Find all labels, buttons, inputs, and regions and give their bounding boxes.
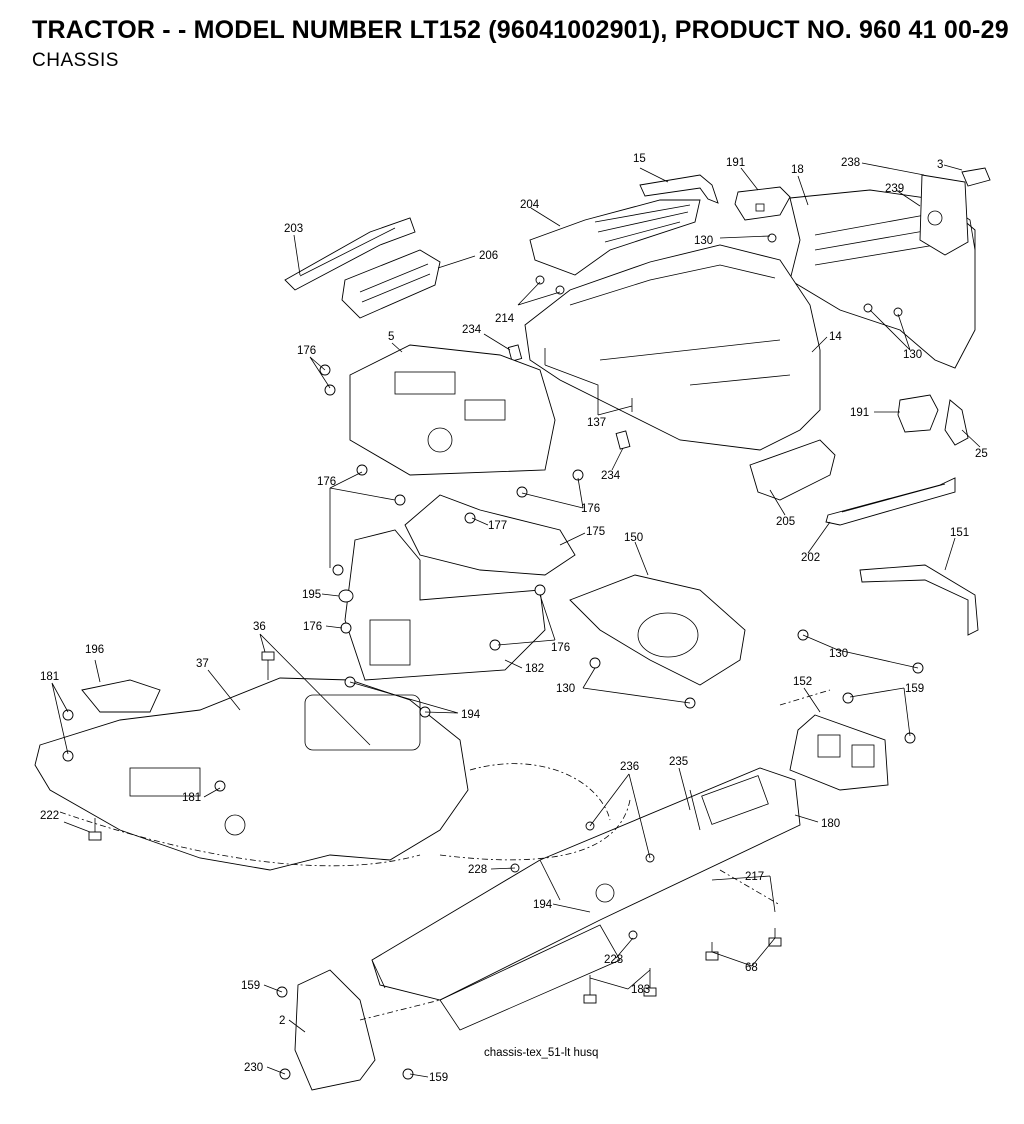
part-234-upper: [507, 344, 523, 362]
callout-5: 5: [388, 331, 394, 343]
part-15-hood-trim: [639, 174, 719, 204]
callout-234: 234: [462, 324, 482, 336]
callout-181: 181: [182, 792, 201, 804]
part-37-floor-pan: [34, 677, 469, 871]
callout-3: 3: [937, 159, 943, 171]
callout-151: 151: [950, 527, 969, 539]
callout-230: 230: [244, 1062, 263, 1074]
callout-176: 176: [297, 345, 316, 357]
callout-239: 239: [885, 183, 904, 195]
part-177-knob: [464, 512, 476, 524]
callout-182: 182: [525, 663, 544, 675]
part-195-plug: [338, 589, 354, 603]
callout-150: 150: [624, 532, 643, 544]
callout-159: 159: [905, 683, 924, 695]
page-title: TRACTOR - - MODEL NUMBER LT152 (96041002…: [32, 16, 1009, 44]
callout-194: 194: [461, 709, 481, 721]
callout-2: 2: [279, 1015, 285, 1027]
callout-205: 205: [776, 516, 795, 528]
callout-130: 130: [903, 349, 922, 361]
part-203-left-trim: [284, 217, 416, 291]
callout-25: 25: [975, 448, 988, 460]
callout-176: 176: [581, 503, 600, 515]
callout-194: 194: [533, 899, 553, 911]
part-25-clip: [944, 399, 969, 446]
part-2-rear-bracket: [294, 969, 376, 1091]
callout-191: 191: [850, 407, 869, 419]
leader-lines: [51, 162, 981, 1078]
callout-130: 130: [694, 235, 713, 247]
callout-181: 181: [40, 671, 59, 683]
callout-206: 206: [479, 250, 498, 262]
callout-191: 191: [726, 157, 745, 169]
callout-204: 204: [520, 199, 540, 211]
callout-177: 177: [488, 520, 507, 532]
callout-202: 202: [801, 552, 820, 564]
part-234-lower: [615, 430, 631, 450]
callout-176: 176: [303, 621, 322, 633]
page-subtitle: CHASSIS: [32, 50, 119, 71]
callout-152: 152: [793, 676, 812, 688]
callout-68: 68: [745, 962, 758, 974]
part-205-lower-grille: [749, 439, 836, 501]
part-175-heat-shield: [404, 494, 576, 576]
callout-183: 183: [631, 984, 650, 996]
callout-labels: 15 191 18 238 3 239 204 130 203 206 214 …: [40, 153, 988, 1084]
part-191-headlight: [734, 186, 791, 221]
callout-195: 195: [302, 589, 321, 601]
callout-159: 159: [241, 980, 260, 992]
part-180-main-frame: [371, 767, 801, 1001]
part-5-dash-panel: [349, 344, 556, 476]
callout-176: 176: [317, 476, 336, 488]
part-239-grille-insert: [919, 174, 969, 256]
callout-137: 137: [587, 417, 606, 429]
part-shapes: [34, 167, 991, 1091]
part-3-emblem: [961, 167, 991, 187]
callout-217: 217: [745, 871, 764, 883]
callout-14: 14: [829, 331, 842, 343]
callout-222: 222: [40, 810, 59, 822]
callout-203: 203: [284, 223, 303, 235]
part-206-left-vent: [341, 249, 441, 319]
callout-130: 130: [829, 648, 848, 660]
part-196-pad: [81, 679, 161, 713]
part-191-lower-headlight: [897, 394, 939, 433]
part-150-tray: [569, 574, 746, 686]
callout-175: 175: [586, 526, 605, 538]
callout-234: 234: [601, 470, 621, 482]
callout-176: 176: [551, 642, 570, 654]
callout-228: 228: [604, 954, 623, 966]
part-14-hood: [524, 244, 821, 451]
callout-130: 130: [556, 683, 575, 695]
callout-214: 214: [495, 313, 515, 325]
part-152-bracket: [789, 714, 889, 791]
callout-37: 37: [196, 658, 209, 670]
callout-236: 236: [620, 761, 639, 773]
callout-18: 18: [791, 164, 804, 176]
callout-180: 180: [821, 818, 840, 830]
part-202-light-strip: [825, 477, 956, 526]
callout-238: 238: [841, 157, 860, 169]
callout-228: 228: [468, 864, 487, 876]
callout-196: 196: [85, 644, 104, 656]
callout-36: 36: [253, 621, 266, 633]
callout-159: 159: [429, 1072, 448, 1084]
part-151-bracket: [859, 564, 979, 636]
callout-15: 15: [633, 153, 646, 165]
callout-235: 235: [669, 756, 688, 768]
diagram-caption: chassis-tex_51-lt husq: [484, 1047, 599, 1059]
